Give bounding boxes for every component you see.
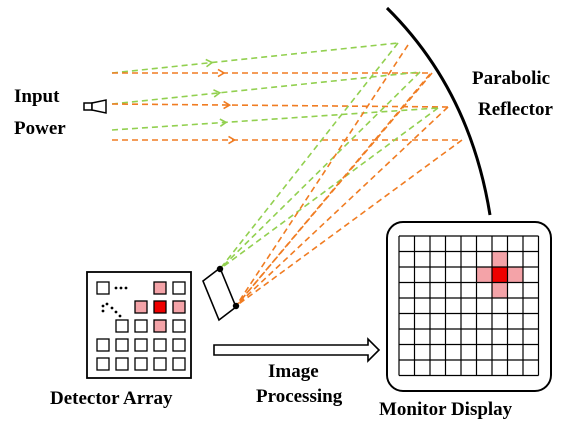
ellipsis-dot (105, 302, 109, 306)
monitor-pixel-grid (398, 235, 540, 377)
detector-cell (172, 357, 186, 371)
incoming-ray (111, 42, 399, 74)
ellipsis-dot (118, 314, 122, 318)
ray-direction-arrow (217, 68, 226, 78)
ellipsis-dot (119, 286, 123, 290)
monitor-pixel (492, 251, 508, 267)
monitor-pixel (492, 267, 508, 283)
ray-direction-arrow (219, 118, 228, 127)
detector-cell (96, 338, 110, 352)
reflected-ray (235, 73, 431, 307)
ellipsis-dot (114, 310, 118, 314)
reflector-label-line2: Reflector (478, 99, 553, 120)
processing-label-line1: Image (268, 361, 319, 382)
incoming-ray (111, 71, 421, 105)
detector-cell (153, 338, 167, 352)
arrow-right-icon (213, 337, 381, 363)
detector-cell (153, 281, 167, 295)
detector-element (202, 265, 240, 322)
detector-array (86, 271, 192, 379)
incoming-ray (111, 103, 449, 108)
detector-cell (115, 319, 129, 333)
detector-cell (153, 319, 167, 333)
reflector-label-line1: Parabolic (472, 68, 550, 89)
reflected-ray (219, 42, 399, 270)
reflected-ray (219, 107, 439, 270)
ellipsis-dot (101, 304, 105, 308)
ellipsis-dot (124, 286, 128, 290)
detector-cell (115, 357, 129, 371)
detector-cell (134, 338, 148, 352)
incoming-ray (111, 107, 439, 131)
detector-cell (96, 281, 110, 295)
detector-cell (134, 319, 148, 333)
horn-antenna-icon (83, 99, 107, 114)
detector-cell (172, 300, 186, 314)
ellipsis-dot (101, 309, 105, 313)
ray-direction-arrow (213, 89, 222, 98)
ellipsis-dot (114, 286, 118, 290)
detector-cell (134, 357, 148, 371)
ray-direction-arrow (228, 135, 237, 145)
detector-cell (153, 357, 167, 371)
detector-cell (172, 319, 186, 333)
detector-array-cells (96, 281, 186, 371)
ray-paths (111, 42, 463, 307)
monitor-pixel (507, 267, 523, 283)
ellipsis-dot (110, 306, 114, 310)
ray-direction-arrow (223, 100, 232, 110)
reflected-ray (235, 106, 449, 307)
ray-direction-arrow (205, 58, 214, 68)
detector-cell (153, 300, 167, 314)
reflected-ray (219, 71, 421, 270)
detector-cell (134, 300, 148, 314)
detector-cell (172, 281, 186, 295)
input-label-line1: Input (14, 86, 60, 107)
detector-cell (172, 338, 186, 352)
monitor-pixel (476, 267, 492, 283)
monitor-pixel (492, 282, 508, 298)
monitor-display (386, 221, 552, 392)
input-label-line2: Power (14, 118, 66, 139)
reflected-ray (235, 44, 409, 307)
reflected-ray (235, 139, 463, 307)
detector-array-label: Detector Array (50, 388, 173, 409)
detector-cell (96, 357, 110, 371)
processing-label-line2: Processing (256, 386, 343, 407)
parabolic-reflector-curve (385, 6, 492, 216)
monitor-display-label: Monitor Display (379, 399, 513, 420)
detector-cell (115, 338, 129, 352)
